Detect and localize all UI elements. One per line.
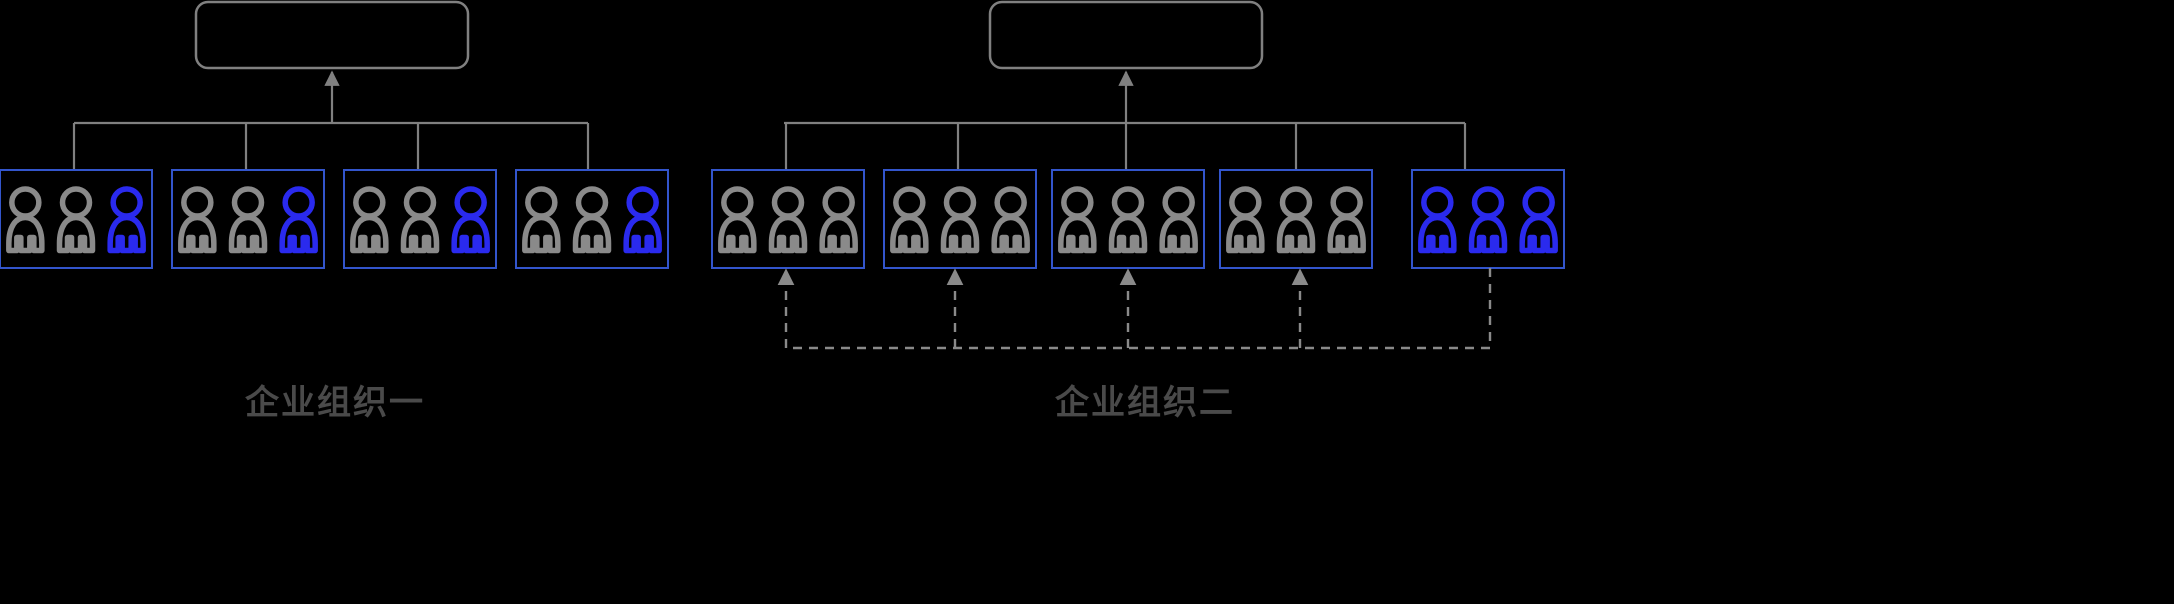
org-group-org-two	[711, 0, 1565, 350]
root-box-org-two[interactable]	[988, 0, 1264, 70]
unit-box-unit-2-2[interactable]	[883, 169, 1037, 269]
person-icon	[1112, 189, 1145, 251]
person-icon	[1280, 189, 1313, 251]
person-icon	[282, 189, 315, 251]
person-icon	[1162, 189, 1195, 251]
group-label-org-one: 企业组织一	[245, 384, 425, 422]
org-group-org-one	[0, 0, 669, 269]
root-box-org-one[interactable]	[194, 0, 470, 70]
unit-box-unit-1-2[interactable]	[171, 169, 325, 269]
person-icon	[9, 189, 42, 251]
person-icon	[110, 189, 143, 251]
unit-box-unit-2-3[interactable]	[1051, 169, 1205, 269]
person-icon	[944, 189, 977, 251]
dashed-bus-org-two	[786, 268, 1492, 350]
person-icon	[1330, 189, 1363, 251]
person-icon	[454, 189, 487, 251]
person-icon	[60, 189, 93, 251]
person-icon	[1472, 189, 1505, 251]
person-icon	[994, 189, 1027, 251]
person-icon	[525, 189, 558, 251]
person-icon	[1061, 189, 1094, 251]
person-icon	[822, 189, 855, 251]
person-icon	[181, 189, 214, 251]
unit-box-unit-1-4[interactable]	[515, 169, 669, 269]
person-icon	[893, 189, 926, 251]
unit-box-unit-2-4[interactable]	[1219, 169, 1373, 269]
group-label-org-two: 企业组织二	[1055, 384, 1235, 422]
person-icon	[404, 189, 437, 251]
unit-box-unit-1-1[interactable]	[0, 169, 153, 269]
unit-box-unit-1-3[interactable]	[343, 169, 497, 269]
unit-box-unit-2-5[interactable]	[1411, 169, 1565, 269]
person-icon	[232, 189, 265, 251]
person-icon	[626, 189, 659, 251]
person-icon	[1522, 189, 1555, 251]
unit-box-unit-2-1[interactable]	[711, 169, 865, 269]
person-icon	[1421, 189, 1454, 251]
person-icon	[353, 189, 386, 251]
person-icon	[772, 189, 805, 251]
person-icon	[576, 189, 609, 251]
person-icon	[721, 189, 754, 251]
person-icon	[1229, 189, 1262, 251]
